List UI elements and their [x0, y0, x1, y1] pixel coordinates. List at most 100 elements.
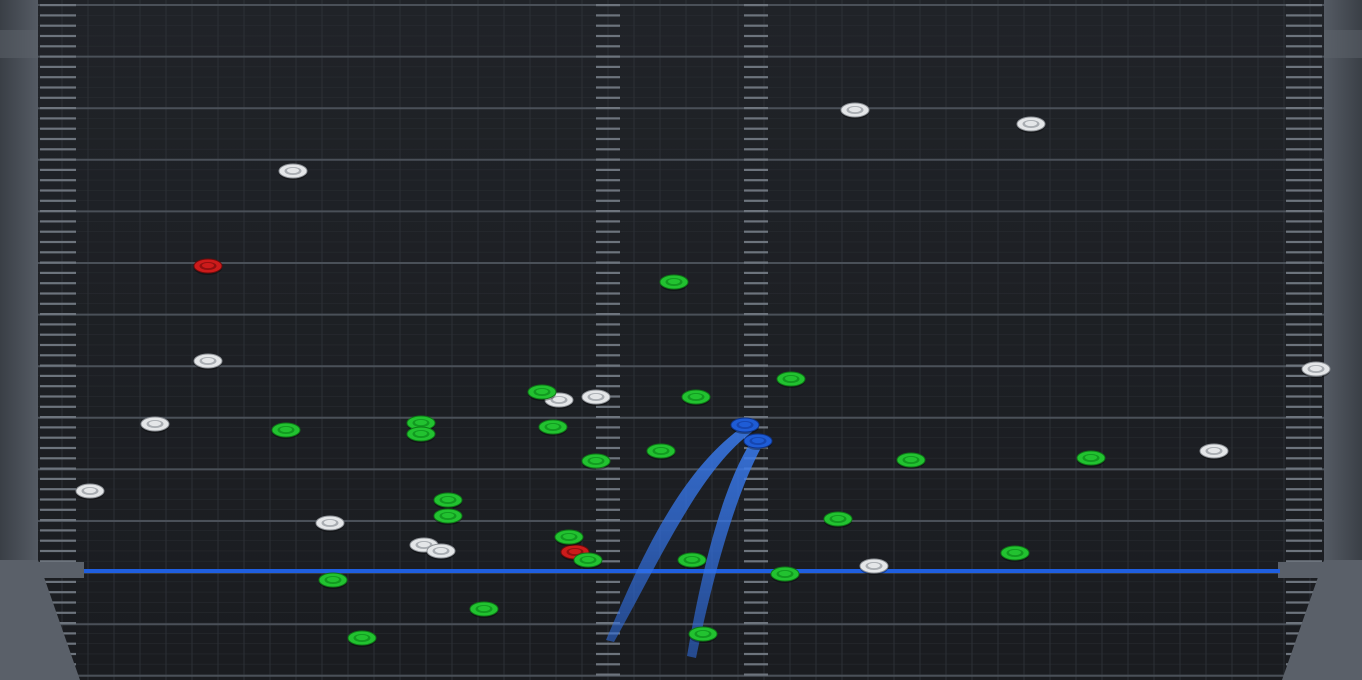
- hash-mark: [1286, 179, 1322, 182]
- hash-mark: [744, 374, 768, 377]
- hash-mark: [40, 508, 76, 511]
- hash-mark: [1286, 55, 1322, 58]
- offense-player[interactable]: [823, 511, 853, 528]
- offense-player[interactable]: [527, 384, 557, 401]
- offense-player[interactable]: [406, 415, 436, 432]
- hash-mark: [744, 230, 768, 233]
- defense-player[interactable]: [840, 102, 870, 119]
- route-trail-1: [606, 425, 752, 642]
- offense-player[interactable]: [469, 601, 499, 618]
- offense-player[interactable]: [659, 274, 689, 291]
- highlighted-defender[interactable]: [193, 258, 223, 275]
- hash-mark: [596, 168, 620, 171]
- hash-mark: [596, 220, 620, 223]
- hash-mark: [744, 477, 768, 480]
- defense-player[interactable]: [581, 389, 611, 406]
- hash-mark: [596, 364, 620, 367]
- hash-mark: [1286, 76, 1322, 79]
- hash-mark: [40, 179, 76, 182]
- hash-mark: [40, 271, 76, 274]
- hash-mark: [596, 591, 620, 594]
- hash-mark: [596, 117, 620, 120]
- hash-mark: [1286, 477, 1322, 480]
- offense-player[interactable]: [554, 529, 584, 546]
- defense-player[interactable]: [1301, 361, 1331, 378]
- defense-player[interactable]: [1199, 443, 1229, 460]
- offense-player[interactable]: [433, 492, 463, 509]
- defense-player[interactable]: [140, 416, 170, 433]
- hash-mark: [596, 354, 620, 357]
- hash-mark: [40, 96, 76, 99]
- hash-mark: [596, 148, 620, 151]
- defense-player[interactable]: [426, 543, 456, 560]
- hash-mark: [596, 127, 620, 130]
- hash-mark: [1286, 65, 1322, 68]
- defense-player[interactable]: [1016, 116, 1046, 133]
- offense-player[interactable]: [646, 443, 676, 460]
- offense-player[interactable]: [1000, 545, 1030, 562]
- hash-mark: [744, 549, 768, 553]
- offense-player[interactable]: [1076, 450, 1106, 467]
- offense-player[interactable]: [896, 452, 926, 469]
- hash-mark: [1286, 395, 1322, 398]
- offense-player[interactable]: [347, 630, 377, 647]
- offense-player[interactable]: [581, 453, 611, 470]
- defense-player[interactable]: [193, 353, 223, 370]
- hash-mark: [744, 302, 768, 305]
- hash-mark: [744, 86, 768, 89]
- ball-carrier[interactable]: [730, 417, 760, 434]
- offense-player[interactable]: [318, 572, 348, 589]
- hash-mark: [596, 34, 620, 38]
- hash-mark: [40, 488, 76, 491]
- hash-mark: [596, 539, 620, 542]
- offense-player[interactable]: [677, 552, 707, 569]
- hash-mark: [1286, 405, 1322, 408]
- hash-mark: [1286, 354, 1322, 357]
- hash-mark: [596, 508, 620, 511]
- offense-player[interactable]: [271, 422, 301, 439]
- hash-mark: [40, 539, 76, 542]
- hash-mark: [1286, 137, 1322, 141]
- hash-mark: [40, 65, 76, 68]
- hash-mark: [596, 529, 620, 532]
- hash-mark: [596, 343, 620, 347]
- hash-mark: [40, 529, 76, 532]
- hash-mark: [744, 148, 768, 151]
- offense-player[interactable]: [573, 552, 603, 569]
- hash-mark: [744, 117, 768, 120]
- hash-mark: [40, 519, 76, 522]
- defense-player[interactable]: [859, 558, 889, 575]
- offense-player[interactable]: [770, 566, 800, 583]
- hash-mark: [1286, 488, 1322, 491]
- offense-player[interactable]: [538, 419, 568, 436]
- offense-player[interactable]: [688, 626, 718, 643]
- hash-mark: [1286, 446, 1322, 450]
- defense-player[interactable]: [75, 483, 105, 500]
- hash-mark: [596, 426, 620, 429]
- hash-mark: [40, 86, 76, 89]
- defense-player[interactable]: [544, 392, 574, 409]
- ball-carrier[interactable]: [743, 433, 773, 450]
- hash-mark: [596, 210, 620, 213]
- hash-mark: [596, 642, 620, 645]
- hash-mark: [596, 107, 620, 110]
- defense-player[interactable]: [278, 163, 308, 180]
- offense-player[interactable]: [681, 389, 711, 406]
- hash-mark: [40, 498, 76, 501]
- defense-player[interactable]: [315, 515, 345, 532]
- hash-mark: [40, 395, 76, 398]
- hash-mark: [744, 457, 768, 460]
- hash-mark: [744, 385, 768, 388]
- hash-mark: [596, 652, 620, 656]
- hash-mark: [744, 210, 768, 213]
- hash-mark: [596, 622, 620, 625]
- hash-mark: [1286, 436, 1322, 439]
- hash-mark: [744, 467, 768, 470]
- offense-player[interactable]: [406, 426, 436, 443]
- offense-player[interactable]: [776, 371, 806, 388]
- hash-mark: [596, 86, 620, 89]
- hash-mark: [596, 580, 620, 583]
- hash-mark: [596, 24, 620, 27]
- hash-mark: [744, 65, 768, 68]
- offense-player[interactable]: [433, 508, 463, 525]
